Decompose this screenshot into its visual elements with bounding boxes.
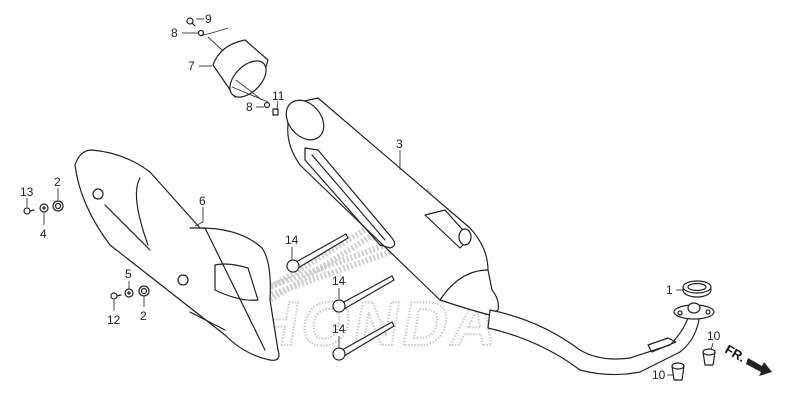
muffler-end-cap[interactable] [212,39,273,104]
mounting-bolt[interactable] [286,233,349,273]
callout-6: 6 [199,194,206,208]
callout-12: 12 [107,313,121,327]
callout-2: 2 [140,309,147,323]
collar[interactable] [263,101,271,109]
mounting-bolt[interactable] [332,275,395,313]
callout-8: 8 [171,26,178,40]
callout-4: 4 [40,227,47,241]
front-label: FR. [723,342,749,365]
muffler[interactable] [279,93,701,376]
flange-nut[interactable] [702,348,716,366]
bolt[interactable] [110,292,122,300]
callout-3: 3 [396,137,403,151]
nut[interactable] [52,200,64,212]
screw[interactable] [186,17,196,27]
callout-10: 10 [652,368,666,382]
nut[interactable] [138,285,150,297]
callout-11: 11 [272,89,285,103]
bolt[interactable] [23,207,35,215]
callout-7: 7 [188,59,195,73]
gasket[interactable] [682,280,712,298]
mounting-bolt[interactable] [332,321,395,361]
callout-5: 5 [125,267,132,281]
flange-nut[interactable] [671,362,685,381]
callout-14: 14 [285,233,299,247]
callout-10: 10 [707,329,721,343]
exhaust-flange[interactable] [673,302,715,320]
washer[interactable] [124,288,134,298]
front-direction-indicator: FR. [723,342,772,376]
callout-2: 2 [54,175,61,189]
muffler-protector[interactable] [74,149,280,361]
callout-14: 14 [332,322,346,336]
callout-1: 1 [666,283,673,297]
callout-8: 8 [246,100,253,114]
callout-14: 14 [332,274,346,288]
leader-lines [26,18,714,376]
collar[interactable] [197,29,205,37]
front-arrow-icon [746,358,772,376]
small-nut[interactable] [272,108,279,116]
callout-9: 9 [205,12,212,26]
callout-13: 13 [20,185,34,199]
washer[interactable] [39,203,49,213]
